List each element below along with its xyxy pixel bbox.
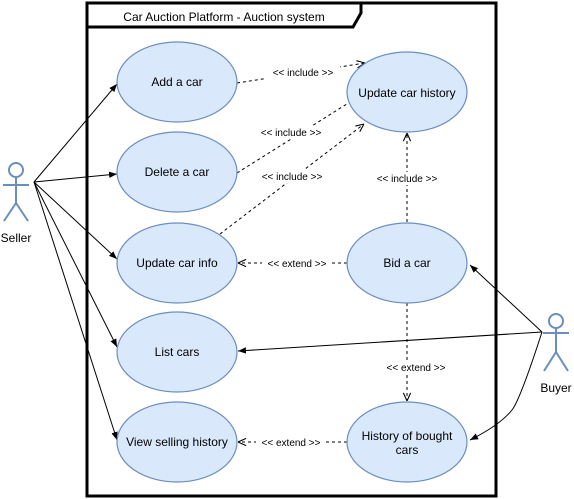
actor-buyer[interactable]: Buyer [540, 313, 572, 395]
assoc-buyer-list-cars [237, 331, 543, 354]
use-case-bid-car[interactable]: Bid a car [346, 222, 468, 304]
use-case-view-selling-history-label: View selling history [126, 435, 228, 449]
assoc-seller-delete-car [33, 171, 118, 183]
actor-seller-label: Seller [1, 231, 32, 245]
use-case-delete-car[interactable]: Delete a car [116, 131, 238, 213]
system-title-tab [85, 1, 363, 29]
include-bid-car-label: << include >> [377, 174, 438, 185]
assoc-seller-add-car [33, 83, 118, 183]
use-case-view-selling-history[interactable]: View selling history [116, 401, 238, 483]
assoc-seller-view-selling-history [33, 181, 118, 441]
buyer-associations [237, 264, 543, 441]
use-case-add-car[interactable]: Add a car [116, 41, 238, 123]
use-case-update-car-info[interactable]: Update car info [116, 222, 238, 304]
use-case-list-cars[interactable]: List cars [116, 311, 238, 393]
extend-update-car-info-label: << extend >> [268, 259, 327, 270]
extend-view-selling-history-label: << extend >> [262, 438, 321, 449]
use-case-history-bought-label-line1: History of bought [362, 429, 453, 443]
use-case-update-car-history[interactable]: Update car history [346, 51, 468, 133]
actor-seller[interactable]: Seller [1, 162, 32, 245]
actor-buyer-label: Buyer [540, 381, 571, 395]
use-case-bid-car-label: Bid a car [383, 256, 430, 270]
extend-history-bought-label: << extend >> [387, 363, 446, 374]
include-update-car-info-label: << include >> [262, 172, 323, 183]
include-add-car-label: << include >> [273, 68, 334, 79]
assoc-buyer-history-bought [469, 331, 543, 441]
use-case-update-car-history-label: Update car history [358, 86, 455, 100]
use-case-delete-car-label: Delete a car [145, 165, 210, 179]
use-case-add-car-label: Add a car [151, 75, 202, 89]
stick-figure-icon [3, 162, 29, 222]
assoc-seller-update-car-info [33, 181, 118, 260]
use-case-list-cars-label: List cars [155, 345, 200, 359]
use-case-history-of-bought-cars[interactable]: History of bought cars [346, 401, 468, 483]
system-title: Car Auction Platform - Auction system [123, 10, 324, 24]
seller-associations [33, 83, 118, 441]
stick-figure-icon [543, 313, 569, 372]
system-boundary: Car Auction Platform - Auction system [85, 1, 498, 498]
use-case-history-bought-label-line2: cars [396, 443, 419, 457]
assoc-buyer-bid-car [469, 264, 543, 333]
dependency-labels: << include >> << include >> << include >… [254, 66, 451, 449]
use-case-update-car-info-label: Update car info [136, 256, 218, 270]
include-delete-car-label: << include >> [261, 128, 322, 139]
assoc-seller-list-cars [33, 181, 118, 348]
